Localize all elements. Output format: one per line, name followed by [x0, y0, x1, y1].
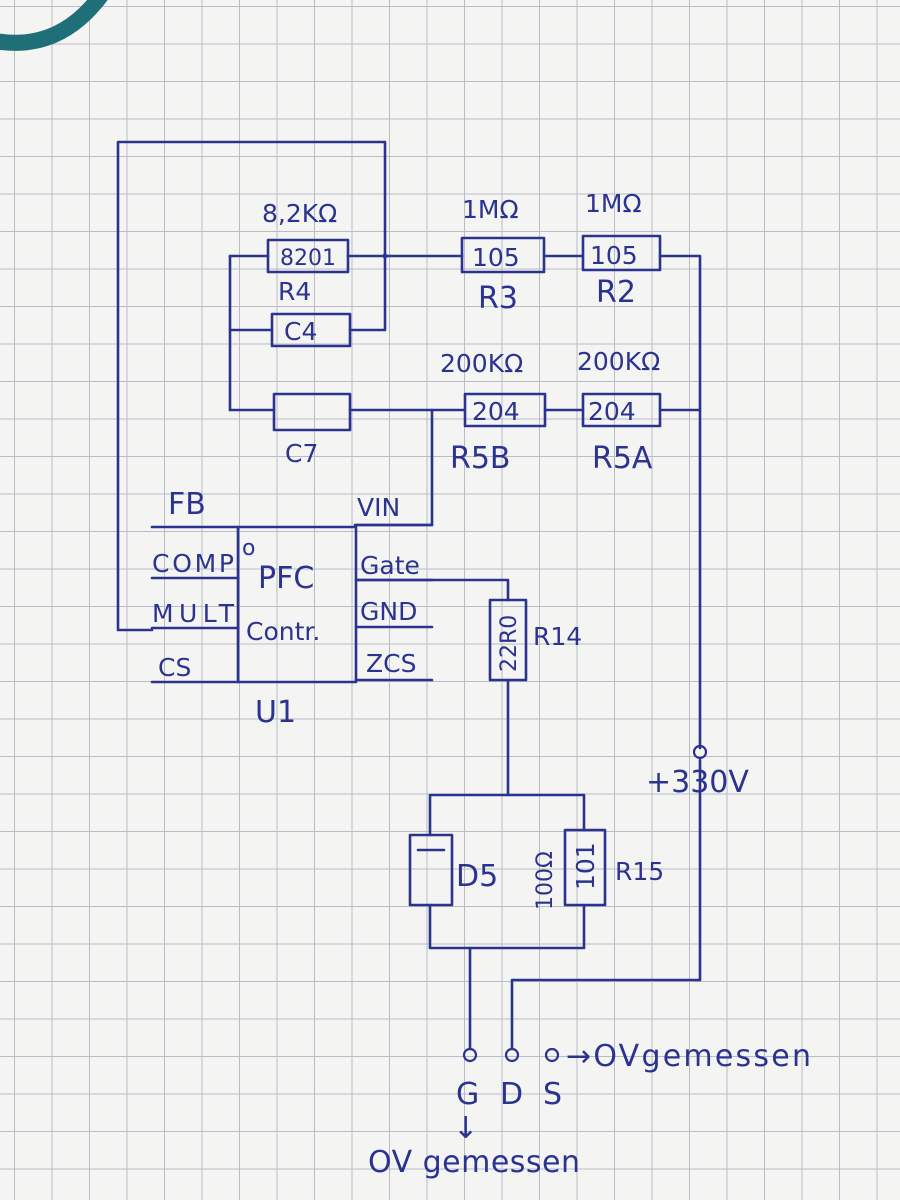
r14-code-label: 22R0 — [497, 615, 522, 672]
c7-ref-label: C7 — [285, 439, 318, 468]
capacitor-c7: C7 — [272, 392, 352, 468]
gate-note-label: OV gemessen — [368, 1145, 580, 1180]
r5b-value-label: 200KΩ — [440, 349, 523, 378]
resistor-r4: 8,2KΩ 8201 R4 — [262, 199, 350, 306]
source-note-label: →OVgemessen — [566, 1039, 811, 1074]
wire-bottom-bus — [428, 903, 586, 950]
r15-value-label: 100Ω — [533, 851, 558, 910]
ic-body — [236, 525, 358, 684]
r4-code-label: 8201 — [280, 246, 336, 271]
diode-d5: D5 — [408, 833, 498, 907]
r5b-body — [463, 392, 547, 428]
r15-body — [563, 828, 607, 907]
resistor-r3: 1MΩ 105 R3 — [460, 195, 546, 316]
junction-node — [382, 253, 388, 259]
r4-ref-label: R4 — [278, 277, 311, 306]
supply-node-circle — [692, 744, 708, 760]
capacitor-c4: C4 — [270, 312, 352, 348]
source-terminal — [544, 1047, 560, 1063]
r4-value-label: 8,2KΩ — [262, 199, 337, 228]
ic-title-line2: Contr. — [246, 617, 320, 646]
r5a-value-label: 200KΩ — [577, 347, 660, 376]
drain-terminal — [504, 1047, 520, 1063]
gate-label: G — [456, 1077, 479, 1112]
c4-body — [270, 312, 352, 348]
r5b-code-label: 204 — [472, 397, 520, 426]
source-label: S — [543, 1077, 562, 1112]
resistor-r2: 1MΩ 105 R2 — [581, 189, 662, 310]
supply-voltage-label: +330V — [646, 765, 749, 800]
c7-body — [272, 392, 352, 432]
r3-value-label: 1MΩ — [462, 195, 519, 224]
gate-arrow: ↓ — [453, 1111, 478, 1146]
ic-u1: FB COMP MULT CS VIN Gate GND ZCS o PFC C… — [150, 487, 434, 730]
wire-feedback-loop — [116, 140, 387, 632]
r5a-ref-label: R5A — [592, 441, 653, 476]
wire-r2-supply — [658, 254, 702, 750]
r5b-ref-label: R5B — [450, 441, 511, 476]
pin-label-comp: COMP — [152, 549, 234, 578]
r3-ref-label: R3 — [478, 281, 518, 316]
ic-title-line1: PFC — [258, 561, 314, 596]
gate-terminal — [462, 1047, 478, 1063]
pin-label-cs: CS — [158, 653, 191, 682]
r2-code-label: 105 — [590, 241, 638, 270]
ic-pin1-marker: o — [242, 536, 255, 561]
r14-body — [488, 598, 528, 682]
wire-supply-drain — [510, 758, 702, 1050]
resistor-r14: 22R0 R14 — [488, 598, 582, 682]
c4-ref-label: C4 — [284, 317, 317, 346]
r2-body — [581, 234, 662, 272]
r14-ref-label: R14 — [533, 622, 582, 651]
r15-code-label: 101 — [571, 842, 600, 890]
d5-body — [408, 833, 454, 907]
r2-value-label: 1MΩ — [585, 189, 642, 218]
r15-ref-label: R15 — [615, 857, 664, 886]
r3-body — [460, 236, 546, 274]
pin-label-zcs: ZCS — [366, 649, 416, 678]
transistor-terminals: →OVgemessen G D S ↓ OV gemessen — [368, 1039, 811, 1180]
resistor-r15: 101 100Ω R15 — [533, 828, 664, 910]
resistor-r5a: 200KΩ 204 R5A — [577, 347, 662, 476]
pin-label-gnd: GND — [360, 597, 417, 626]
drain-label: D — [500, 1077, 523, 1112]
r4-body — [266, 238, 350, 274]
pin-label-mult: MULT — [152, 599, 235, 628]
ic-ref-label: U1 — [255, 695, 296, 730]
supply-terminal: +330V — [646, 744, 749, 800]
resistor-r5b: 200KΩ 204 R5B — [440, 349, 547, 476]
r5a-code-label: 204 — [588, 397, 636, 426]
cable-photo-object — [0, 0, 108, 51]
d5-ref-label: D5 — [456, 859, 498, 894]
r5a-body — [581, 392, 662, 428]
pin-label-fb: FB — [168, 487, 206, 522]
r3-code-label: 105 — [472, 243, 520, 272]
pin-label-gate: Gate — [360, 551, 420, 580]
pin-label-vin: VIN — [357, 493, 400, 522]
wire-top-bus — [428, 793, 586, 837]
r2-ref-label: R2 — [596, 275, 636, 310]
